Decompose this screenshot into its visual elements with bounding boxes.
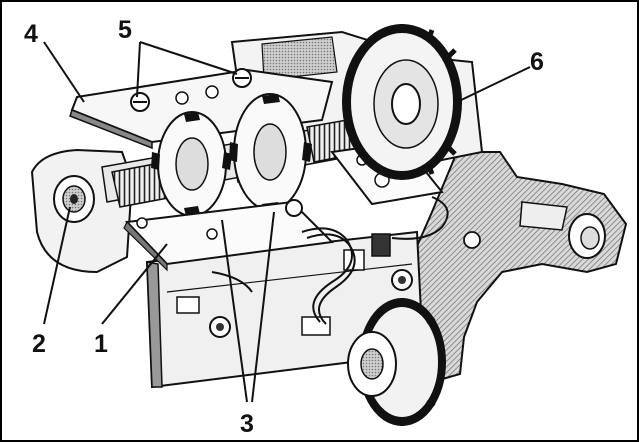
lower-gear <box>347 298 446 426</box>
callout-4: 4 <box>24 20 38 48</box>
callout-2: 2 <box>32 330 46 358</box>
star-wheel-right <box>229 93 312 212</box>
gear-6 <box>342 24 462 180</box>
leader-3a <box>221 219 248 403</box>
leader-3b <box>251 211 275 403</box>
callout-5: 5 <box>118 16 132 44</box>
leader-2 <box>43 206 71 325</box>
callout-3: 3 <box>240 410 254 438</box>
wiring <box>211 196 449 325</box>
callout-6: 6 <box>530 48 544 76</box>
leader-5b <box>139 41 238 75</box>
leader-4 <box>43 41 85 103</box>
screw-heads-5 <box>130 68 252 112</box>
leader-6 <box>456 66 531 103</box>
leader-5a <box>136 41 141 98</box>
leader-1 <box>101 243 168 325</box>
leader-lines <box>43 41 531 403</box>
callout-1: 1 <box>94 330 108 358</box>
